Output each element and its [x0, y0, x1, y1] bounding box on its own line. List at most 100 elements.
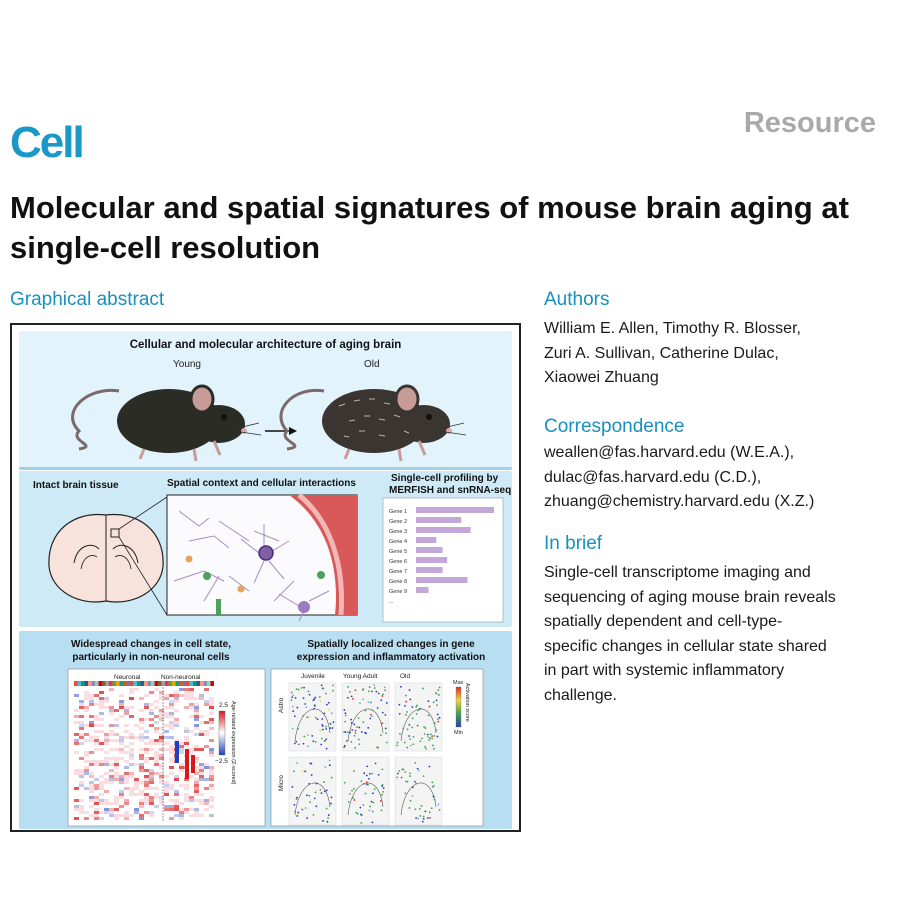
- heatmap-cell: [144, 799, 149, 802]
- heatmap-cell: [144, 742, 149, 745]
- heatmap-cell: [89, 790, 94, 793]
- heatmap-cell: [124, 736, 129, 739]
- heatmap-cell: [159, 742, 164, 745]
- heatmap-cell: [209, 796, 214, 799]
- cell-dot: [295, 798, 298, 801]
- left-title-2: particularly in non-neuronal cells: [72, 652, 230, 663]
- cell-dot: [296, 706, 299, 709]
- heatmap-cell: [99, 748, 104, 751]
- email-link[interactable]: weallen@fas.harvard.edu (W.E.A.),: [544, 444, 795, 461]
- heatmap-cell: [179, 802, 184, 805]
- cell-dot: [412, 743, 415, 746]
- heatmap-cell: [99, 781, 104, 784]
- row-micro: Micro: [278, 775, 285, 791]
- cell-dot: [352, 797, 354, 800]
- cell-dot: [421, 820, 424, 823]
- heatmap-cell: [94, 715, 99, 718]
- heatmap-cell: [159, 715, 164, 718]
- cell-dot: [358, 726, 361, 729]
- heatmap-cell: [109, 814, 114, 817]
- heatmap-cell: [189, 703, 194, 706]
- age-juvenile: Juvenile: [301, 673, 325, 680]
- in-brief-line: spatially dependent and cell-type-: [544, 613, 783, 630]
- cell-dot: [409, 738, 412, 740]
- heatmap-cell: [189, 697, 194, 700]
- heatmap-cell: [154, 706, 159, 709]
- heatmap-cell: [209, 718, 214, 721]
- cell-dot: [344, 731, 347, 734]
- heatmap-cell: [174, 709, 179, 712]
- heatmap-cell: [164, 748, 169, 751]
- cell-dot: [423, 726, 425, 728]
- heatmap-cell: [89, 721, 94, 724]
- heatmap-cell: [199, 721, 204, 724]
- heatmap-cell: [104, 781, 109, 784]
- gene-bar: [416, 527, 471, 533]
- scale-label: Age-related expression (Z-scored): [230, 701, 236, 785]
- cell-dot: [343, 744, 346, 747]
- heatmap-cell: [119, 796, 124, 799]
- heatmap-cell: [169, 784, 174, 787]
- cell-dot: [406, 728, 409, 731]
- heatmap-cell: [99, 691, 104, 694]
- cell-dot: [310, 762, 313, 765]
- heatmap-cell: [194, 715, 199, 718]
- heatmap-cell: [124, 814, 129, 817]
- cell-dot: [314, 696, 317, 699]
- heatmap-cell: [204, 745, 209, 748]
- heatmap-cell: [134, 688, 139, 691]
- gene-label: Gene 6: [389, 559, 407, 565]
- cell-dot: [414, 762, 417, 764]
- heatmap-cell: [159, 799, 164, 802]
- cluster-color-cell: [158, 681, 162, 686]
- heatmap-cell: [114, 739, 119, 742]
- heatmap-cell: [94, 817, 99, 820]
- heatmap-cell: [79, 727, 84, 730]
- cell-dot: [325, 747, 328, 750]
- heatmap-cell: [114, 733, 119, 736]
- heatmap-cell: [169, 706, 174, 709]
- cell-dot: [302, 742, 305, 745]
- heatmap-cell: [204, 778, 209, 781]
- heatmap-cell: [134, 736, 139, 739]
- heatmap-cell: [184, 694, 189, 697]
- email-link[interactable]: dulac@fas.harvard.edu (C.D.),: [544, 468, 762, 486]
- heatmap-cell: [84, 766, 89, 769]
- heatmap-cell: [134, 724, 139, 727]
- heatmap-cell: [99, 706, 104, 709]
- cell-dot: [432, 795, 435, 798]
- cluster-color-cell: [151, 681, 155, 686]
- cell-dot: [354, 729, 357, 732]
- cell-dot: [410, 744, 412, 747]
- cell-dot: [303, 686, 305, 689]
- heatmap-cell: [89, 715, 94, 718]
- cell-dot: [305, 706, 308, 709]
- heatmap-cell: [119, 751, 124, 754]
- heatmap-cell: [99, 775, 104, 778]
- heatmap-cell: [139, 727, 144, 730]
- cell-dot: [424, 745, 426, 748]
- email-link[interactable]: zhuang@chemistry.harvard.edu (X.Z.): [544, 493, 815, 510]
- heatmap-cell: [184, 730, 189, 733]
- heatmap-cell: [209, 772, 214, 775]
- cell-dot: [344, 720, 347, 723]
- cell-dot: [363, 772, 366, 775]
- heatmap-cell: [159, 775, 164, 778]
- cell-dot: [347, 800, 350, 803]
- heatmap-cell: [139, 805, 144, 808]
- heatmap-cell: [184, 736, 189, 739]
- cluster-color-cell: [137, 681, 141, 686]
- heatmap-cell: [149, 742, 154, 745]
- cluster-color-cell: [74, 681, 78, 686]
- heatmap-cell: [194, 697, 199, 700]
- heatmap-cell: [164, 724, 169, 727]
- cell-dot: [348, 792, 351, 795]
- heatmap-cell: [169, 766, 174, 769]
- heatmap-cell: [149, 772, 154, 775]
- heatmap-cell: [149, 709, 154, 712]
- cell-dot: [291, 786, 294, 788]
- heatmap-cell: [74, 769, 79, 772]
- heatmap-cell: [94, 748, 99, 751]
- heatmap-cell: [94, 796, 99, 799]
- heatmap-cell: [79, 808, 84, 811]
